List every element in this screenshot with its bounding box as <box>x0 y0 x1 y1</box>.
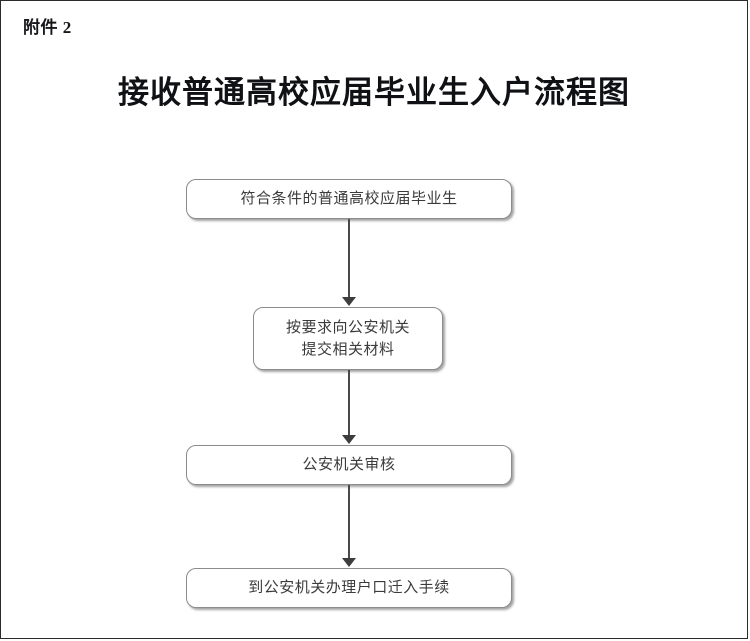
flow-node-applicant: 符合条件的普通高校应届毕业生 <box>186 179 512 219</box>
attachment-label: 附件 2 <box>23 18 72 37</box>
connector-review-to-transfer <box>348 485 350 561</box>
connector-applicant-to-submit <box>348 219 350 299</box>
connector-submit-to-review <box>348 370 350 437</box>
flow-node-applicant-line-1: 符合条件的普通高校应届毕业生 <box>240 190 458 208</box>
flow-node-submit-materials-line-1: 按要求向公安机关 <box>285 318 410 336</box>
flow-node-police-review: 公安机关审核 <box>186 445 512 485</box>
arrowhead-down-icon <box>342 558 356 567</box>
arrowhead-down-icon <box>342 297 356 306</box>
flow-node-submit-materials: 按要求向公安机关 提交相关材料 <box>253 307 443 370</box>
arrowhead-down-icon <box>342 435 356 444</box>
flow-node-household-transfer: 到公安机关办理户口迁入手续 <box>186 568 512 608</box>
flow-node-submit-materials-line-2: 提交相关材料 <box>301 340 395 358</box>
flow-node-household-transfer-line-1: 到公安机关办理户口迁入手续 <box>248 579 450 597</box>
page-title: 接收普通高校应届毕业生入户流程图 <box>118 75 630 110</box>
flow-node-police-review-line-1: 公安机关审核 <box>302 456 396 474</box>
